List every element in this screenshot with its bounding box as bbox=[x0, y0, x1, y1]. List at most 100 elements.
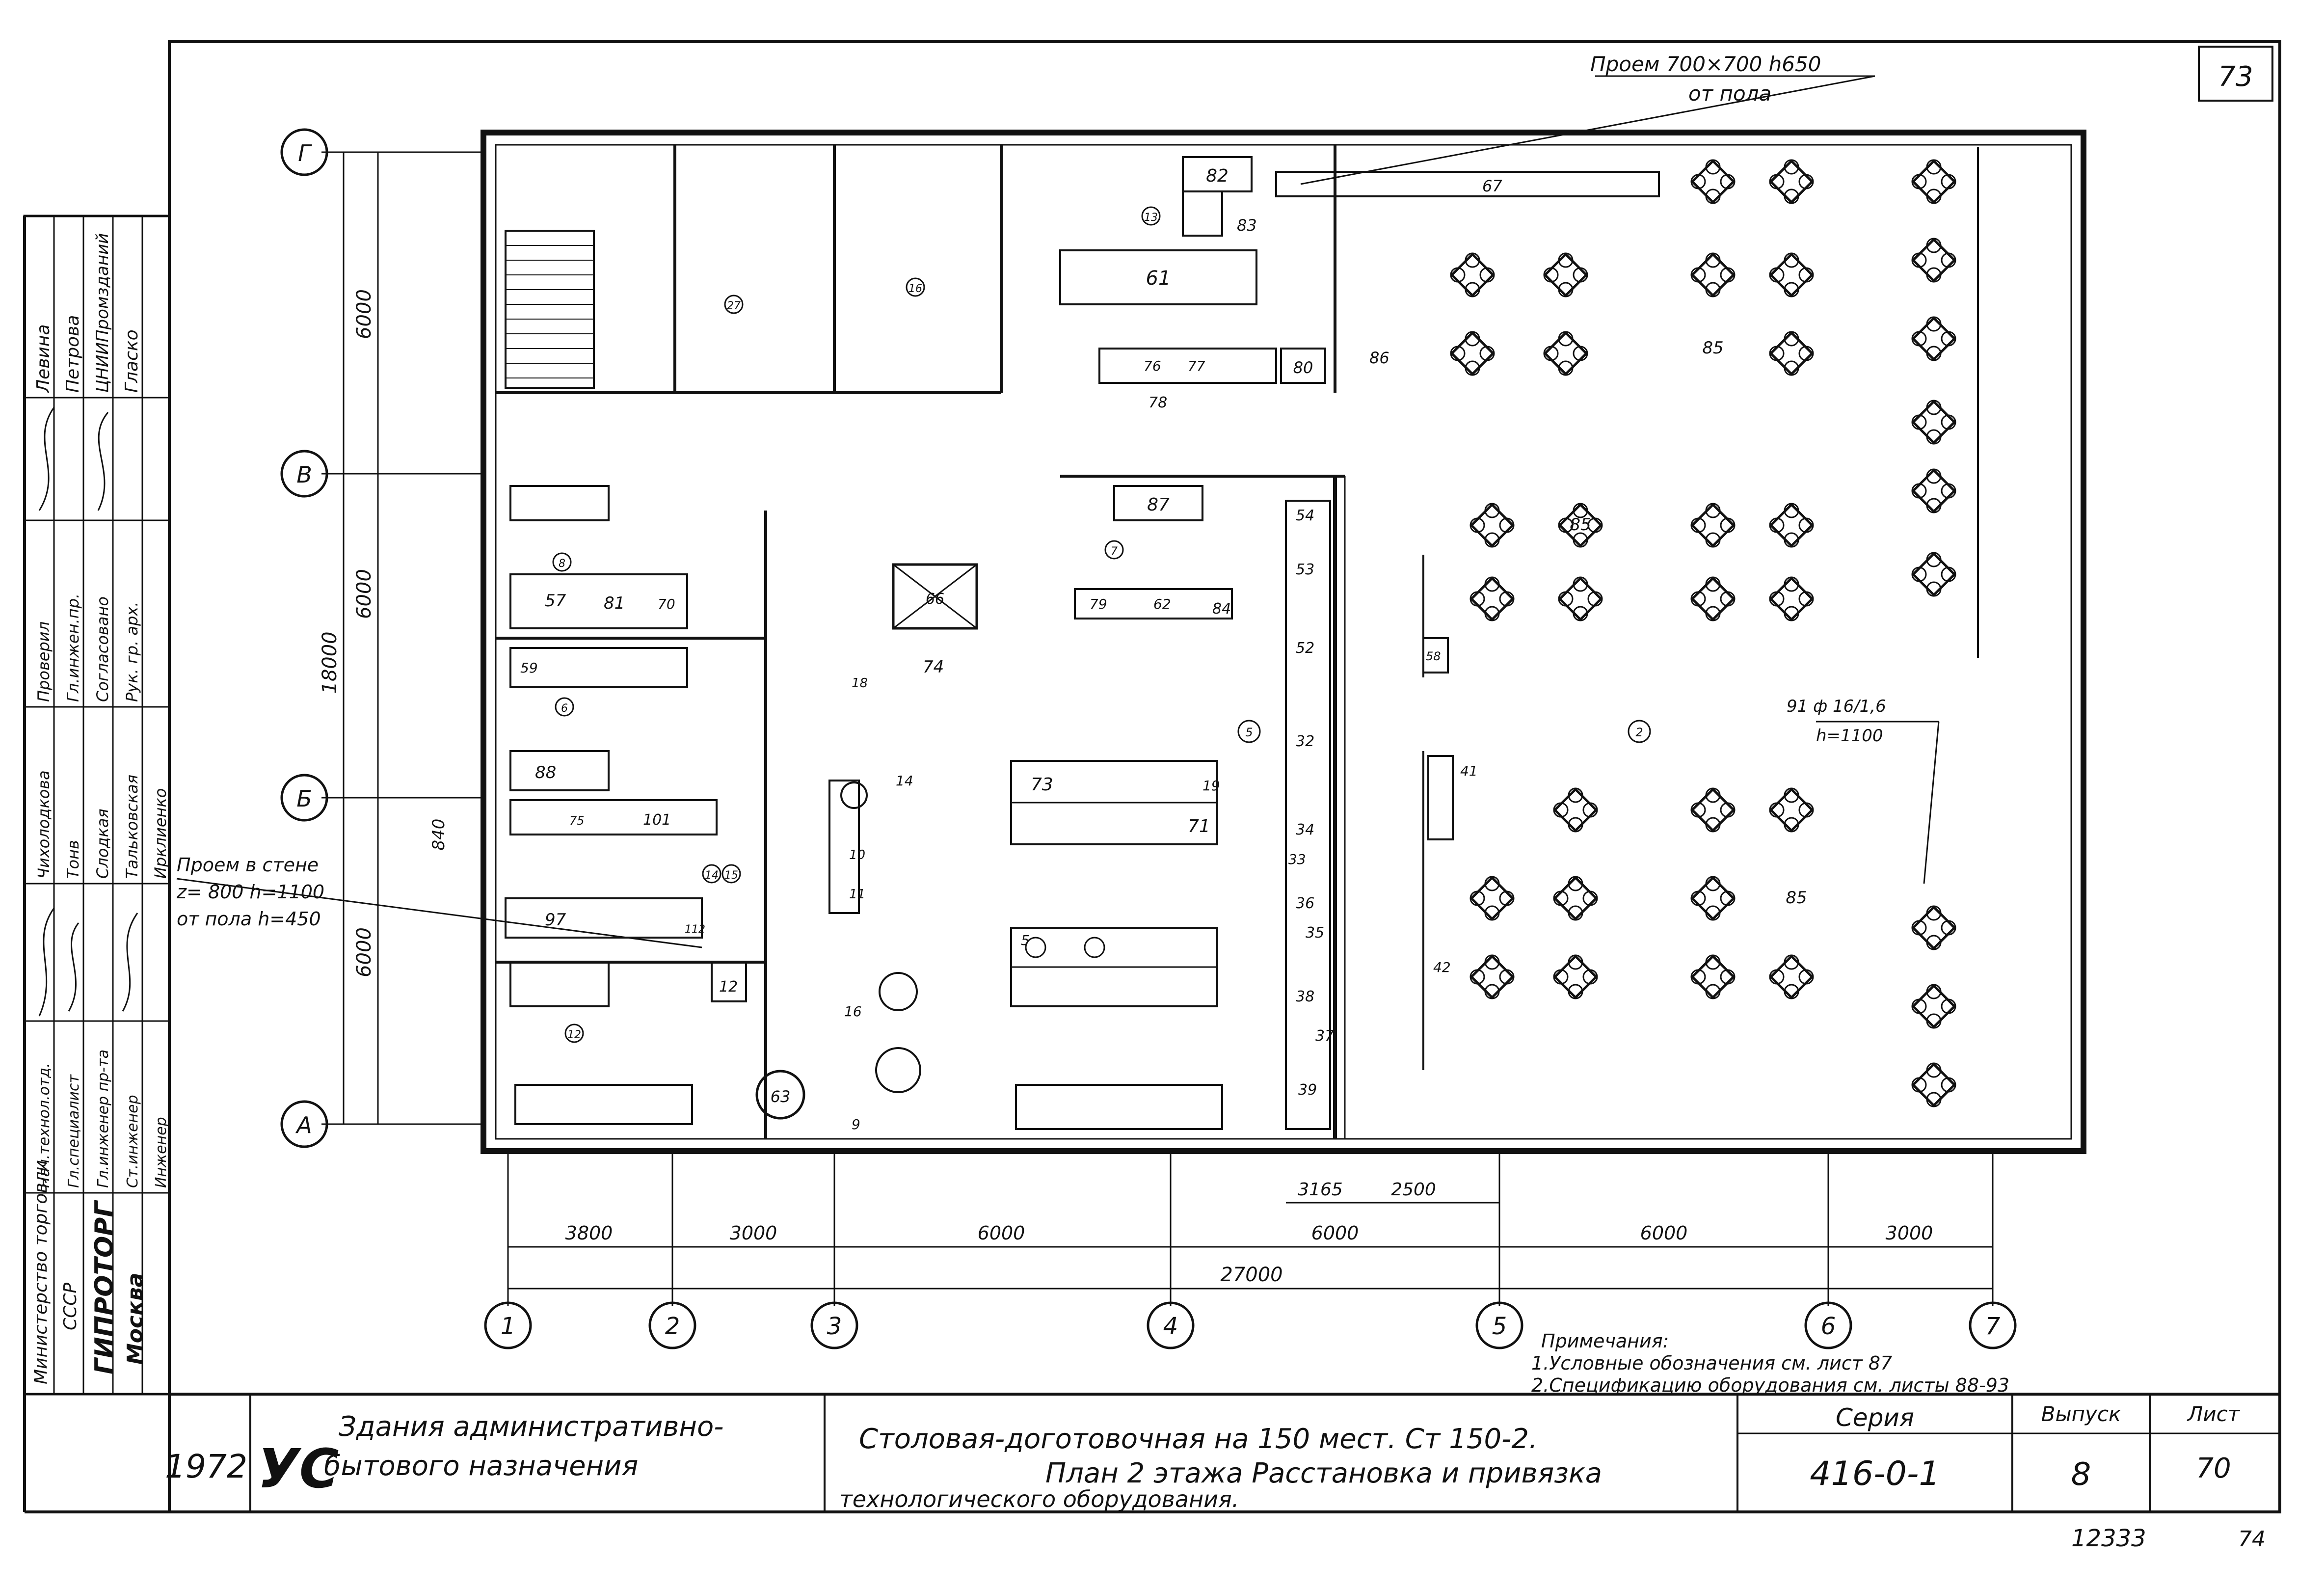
equipment-label-34: 34 bbox=[1296, 821, 1314, 838]
stamp-role-2: Гл.специалист bbox=[65, 1074, 82, 1188]
equipment-62 bbox=[1074, 588, 1233, 619]
bay-dim-1: 3800 bbox=[565, 1222, 613, 1244]
equipment-label-53: 53 bbox=[1296, 561, 1314, 578]
room-number-14: 14 bbox=[705, 869, 719, 882]
equipment-label-18: 18 bbox=[852, 676, 868, 691]
burner-icon bbox=[1084, 937, 1105, 958]
vent-note-line1: 91 ф 16/1,6 bbox=[1787, 697, 1886, 716]
stamp-name2-1: Левина bbox=[33, 324, 53, 394]
room-number-7: 7 bbox=[1111, 545, 1118, 558]
dining-table bbox=[1553, 787, 1598, 833]
issue-value: 8 bbox=[2071, 1456, 2091, 1493]
equipment-label-35: 35 bbox=[1306, 924, 1324, 942]
table-label-85: 85 bbox=[1702, 338, 1723, 358]
stamp-role2-4: Рук. гр. арх. bbox=[123, 602, 141, 702]
room-number-circle bbox=[1141, 206, 1161, 226]
equipment-88 bbox=[509, 750, 610, 791]
equipment-87 bbox=[1113, 485, 1203, 521]
grid-axes: 1 2 3 4 5 6 7 Г В Б А bbox=[280, 128, 2017, 1349]
dining-table bbox=[1769, 503, 1814, 548]
room-number-16: 16 bbox=[908, 283, 922, 295]
equipment-label-38: 38 bbox=[1296, 988, 1314, 1005]
equipment-label-39: 39 bbox=[1298, 1081, 1317, 1099]
signature-strokes bbox=[38, 908, 138, 1017]
series-name-line1: Здания административно- bbox=[339, 1411, 724, 1443]
equipment-66 bbox=[892, 563, 978, 630]
dining-table bbox=[1543, 252, 1588, 297]
dining-table bbox=[1690, 876, 1736, 921]
building-walls bbox=[481, 130, 2086, 1154]
title-block: 1972 УС Здания административно- бытового… bbox=[165, 1393, 2281, 1513]
axis-label-4: 4 bbox=[1163, 1313, 1178, 1340]
equipment-label-73: 73 bbox=[1031, 775, 1053, 795]
dining-table bbox=[1690, 159, 1736, 204]
axis-marker-3 bbox=[810, 1301, 858, 1349]
equipment-label-59: 59 bbox=[520, 660, 538, 676]
equipment-label-16: 16 bbox=[844, 1003, 862, 1020]
sheet-value: 70 bbox=[2196, 1453, 2231, 1484]
page-number-bottom: 74 bbox=[2238, 1527, 2266, 1552]
equipment-12 bbox=[711, 961, 747, 1002]
opening-callout: Проем 700×700 h650 от пола bbox=[1300, 52, 1875, 185]
dining-table bbox=[1543, 331, 1588, 376]
equipment-80-top bbox=[1280, 348, 1326, 384]
room-number-circle bbox=[555, 697, 574, 717]
equipment-label-61: 61 bbox=[1146, 267, 1171, 290]
dining-table bbox=[1911, 552, 1956, 597]
project-title-line1: Столовая-доготовочная на 150 мест. Ст 15… bbox=[859, 1423, 1538, 1455]
equipment-label-42: 42 bbox=[1433, 959, 1451, 975]
equipment-66-cross bbox=[893, 564, 977, 629]
axis-label-b: Б bbox=[296, 785, 312, 812]
stamp-role2-1: Проверил bbox=[34, 621, 53, 702]
stamp-role-3: Гл.инженер пр-та bbox=[95, 1050, 112, 1188]
equipment-79-81-79 bbox=[1015, 1084, 1223, 1130]
wall-opening-callout: Проем в стене z= 800 h=1100 от пола h=45… bbox=[176, 854, 702, 948]
burner-icon bbox=[1025, 937, 1046, 958]
axis-marker-7 bbox=[1969, 1301, 2017, 1349]
axis-label-6: 6 bbox=[1821, 1313, 1836, 1340]
dining-table bbox=[1553, 954, 1598, 999]
equipment-label-86: 86 bbox=[1369, 349, 1389, 367]
vent-callout: 91 ф 16/1,6 h=1100 bbox=[1787, 697, 1940, 884]
stamp-name-5: Ирклиенко bbox=[151, 788, 170, 879]
dining-table bbox=[1690, 503, 1736, 548]
corner-sheet-number: 73 bbox=[2218, 61, 2253, 93]
span-dim-2: 6000 bbox=[353, 569, 375, 619]
room-number-5: 5 bbox=[1245, 726, 1253, 739]
dining-table bbox=[1769, 252, 1814, 297]
issue-label: Выпуск bbox=[2041, 1402, 2121, 1426]
corner-number-box bbox=[2198, 46, 2273, 102]
equipment: 82 83 61 80 86 76 77 78 87 84 79 62 66 7… bbox=[505, 156, 1660, 1132]
staircase bbox=[505, 230, 595, 389]
outer-wall bbox=[481, 130, 2086, 1154]
room-number-circle bbox=[552, 552, 572, 572]
dining-table bbox=[1690, 576, 1736, 621]
title-block-frame bbox=[168, 1393, 2281, 1513]
axis-label-2: 2 bbox=[665, 1313, 680, 1340]
bay-dim-3: 6000 bbox=[978, 1222, 1025, 1244]
equipment-column-54-39 bbox=[1285, 500, 1331, 1130]
dining-table bbox=[1911, 468, 1956, 513]
series-name-line2: бытового назначения bbox=[324, 1450, 638, 1482]
note-1: 1.Условные обозначения см. лист 87 bbox=[1531, 1352, 1892, 1374]
equipment-97 bbox=[505, 897, 703, 939]
left-stamp-frame bbox=[23, 215, 171, 1396]
equipment-label-71: 71 bbox=[1188, 816, 1210, 836]
kettle-icon bbox=[840, 781, 868, 809]
usgs-logo: УС bbox=[258, 1437, 339, 1500]
dining-table bbox=[1469, 954, 1515, 999]
dining-table bbox=[1469, 503, 1515, 548]
equipment-label-83: 83 bbox=[1237, 216, 1257, 235]
dining-table bbox=[1911, 238, 1956, 283]
sheet-label: Лист bbox=[2187, 1402, 2241, 1426]
archive-number: 12333 bbox=[2071, 1525, 2146, 1552]
stamp-role2-2: Гл.инжен.пр. bbox=[64, 593, 82, 702]
equipment-label-10: 10 bbox=[849, 848, 865, 862]
stamp-name2-2: Петрова bbox=[63, 315, 83, 393]
span-dim-3: 6000 bbox=[353, 927, 375, 977]
equipment-80-left bbox=[509, 485, 610, 521]
notes-title: Примечания: bbox=[1541, 1330, 1669, 1352]
dining-table bbox=[1450, 331, 1495, 376]
equipment-label-112: 112 bbox=[685, 923, 705, 936]
